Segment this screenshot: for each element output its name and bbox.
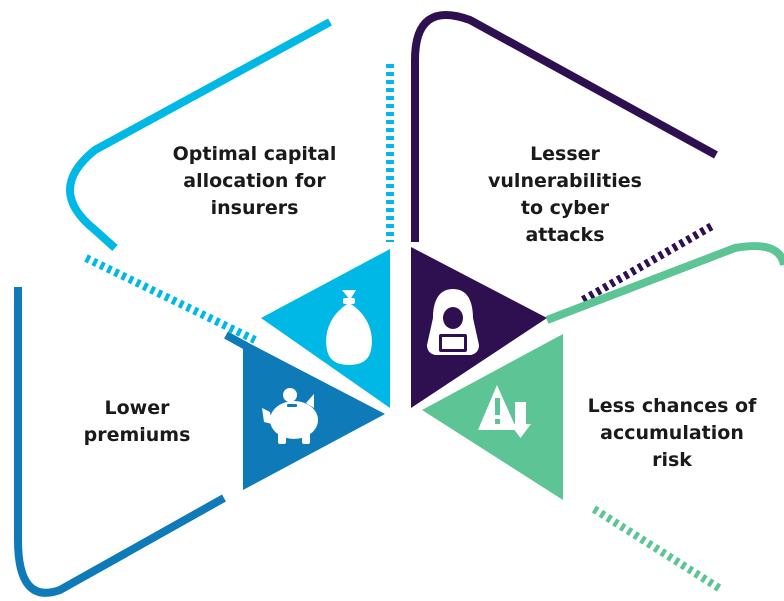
accumulation-outline [545,242,784,324]
label-accumulation: Less chances of accumulation risk [572,393,772,474]
cyber-outline [411,11,718,242]
cyber-dashed-line [581,222,714,304]
hooded-hacker-icon [427,289,479,355]
capital-dashed-line-diagonal [84,254,257,344]
premiums-outline [14,287,226,597]
label-capital-line-1: Optimal capital [172,143,337,165]
label-premiums-line-1: Lower [104,397,170,419]
segment-accumulation [422,242,784,594]
segment-cyber [411,11,718,408]
label-cyber-line-4: attacks [525,224,605,246]
segment-premiums [14,287,385,597]
label-cyber-line-1: Lesser [530,143,600,165]
accumulation-dashed-line [591,505,725,594]
label-premiums: Lower premiums [72,395,202,449]
money-bag-icon [326,290,372,365]
piggy-bank-icon [262,388,318,444]
label-capital-line-3: insurers [210,197,299,219]
label-capital-line-2: allocation for [183,170,326,192]
label-premiums-line-2: premiums [83,424,191,446]
capital-outline [66,18,332,251]
label-cyber-line-3: to cyber [520,197,610,219]
label-accumulation-line-3: risk [652,449,692,471]
premiums-connector [224,331,248,350]
label-capital: Optimal capital allocation for insurers [142,141,367,222]
label-cyber: Lesser vulnerabilities to cyber attacks [470,141,660,249]
label-accumulation-line-1: Less chances of [587,395,757,417]
cyber-triangle [411,247,547,408]
label-cyber-line-2: vulnerabilities [488,170,642,192]
label-accumulation-line-2: accumulation [600,422,744,444]
capital-triangle [261,249,390,408]
segment-capital [66,18,394,408]
warning-down-arrow-icon [478,385,531,438]
